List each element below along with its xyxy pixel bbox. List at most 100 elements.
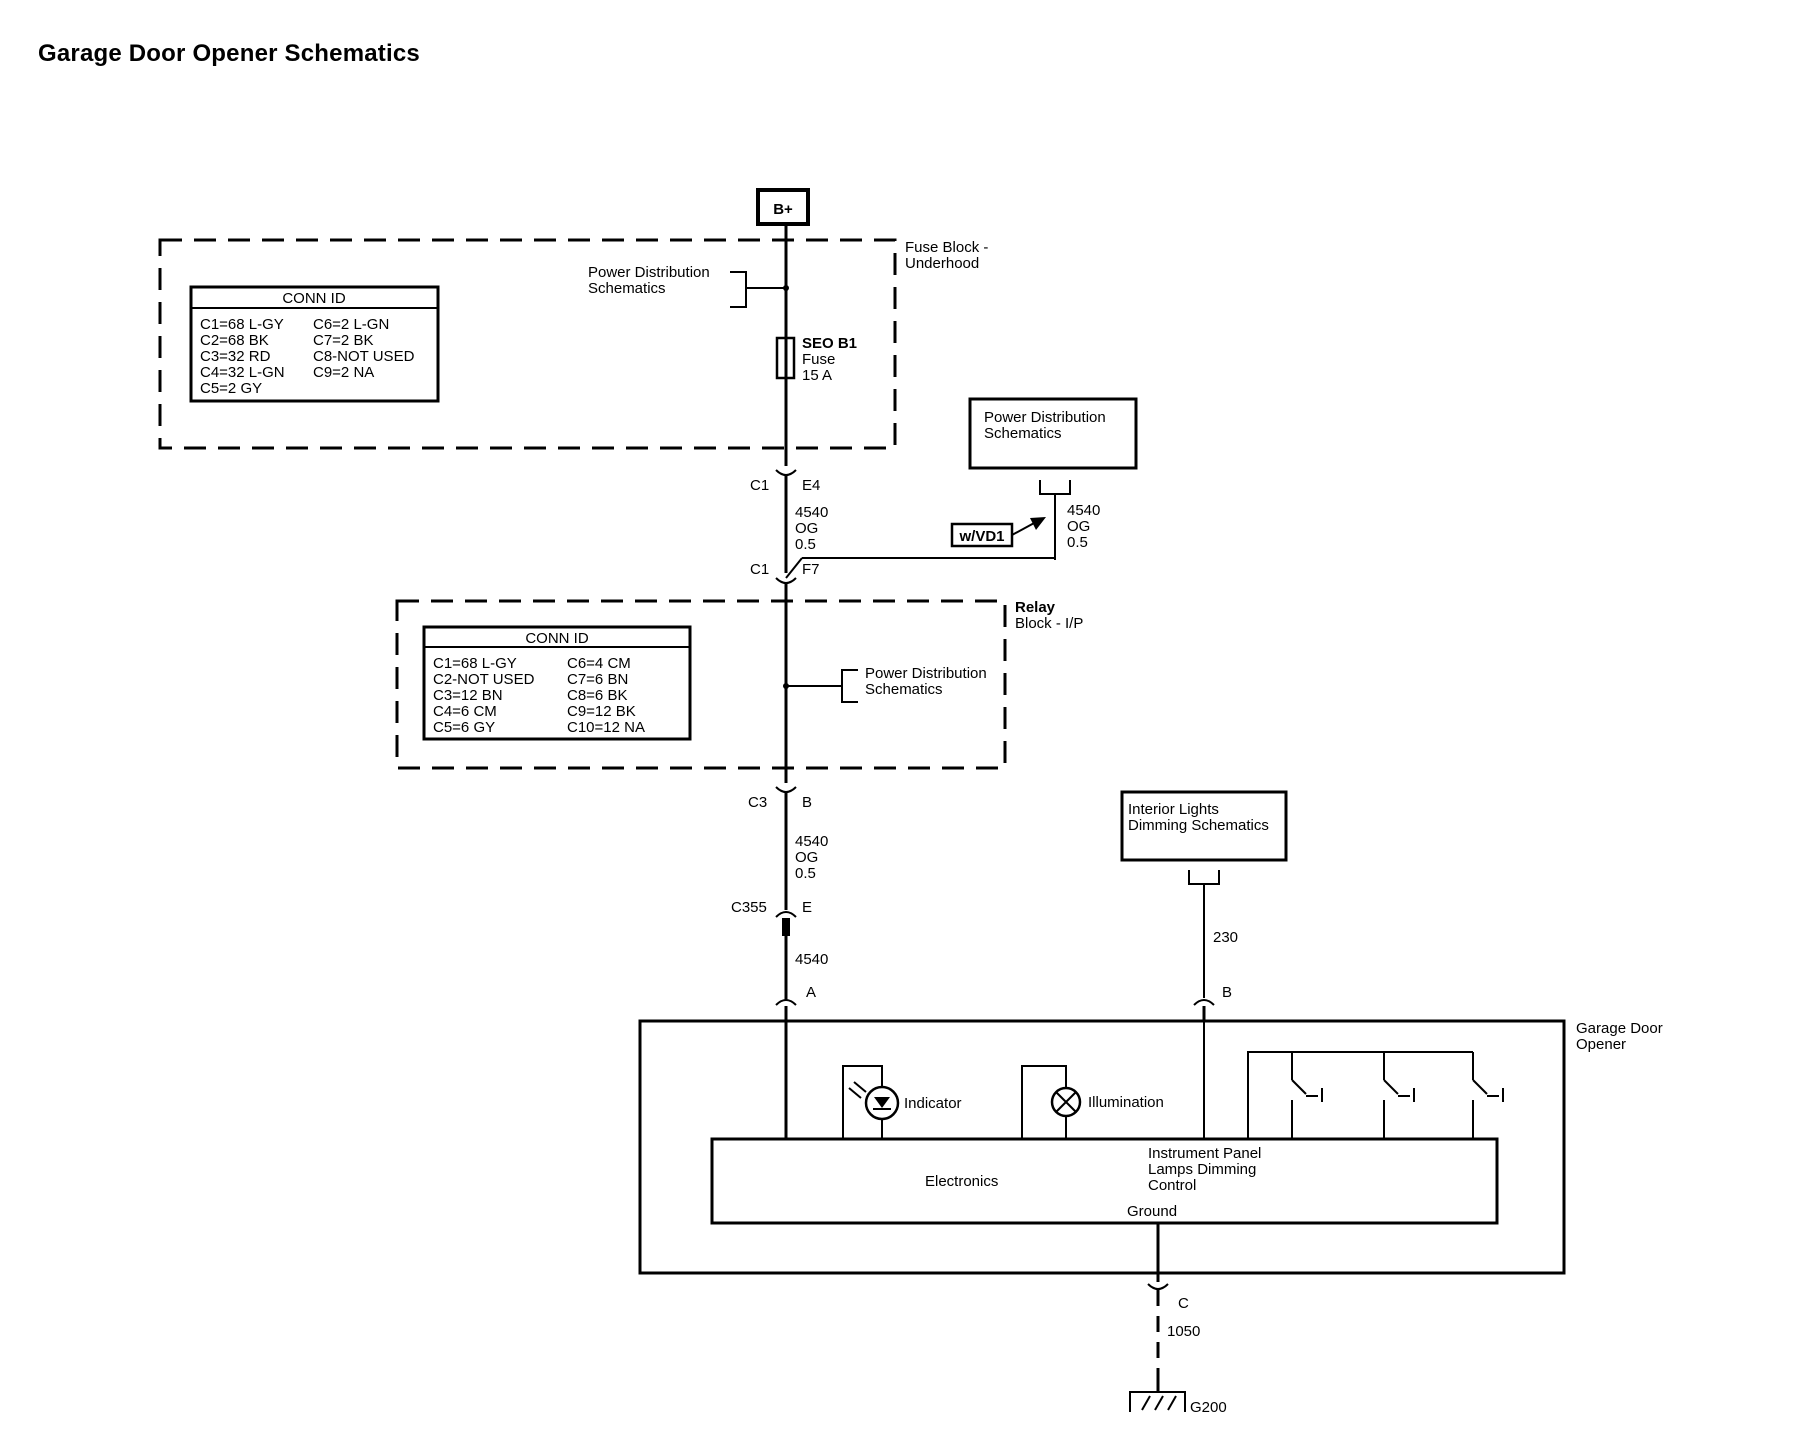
fuse-conn-c2: C2=68 BK — [200, 332, 269, 349]
fuse-conn-c4: C4=32 L-GN — [200, 364, 285, 381]
ipl-label-2: Lamps Dimming — [1148, 1161, 1256, 1178]
fuse-conn-c9: C9=2 NA — [313, 364, 374, 381]
wire3-color: OG — [795, 849, 818, 866]
switch-1 — [1291, 1052, 1323, 1139]
relay-conn-c8: C8=6 BK — [567, 687, 627, 704]
connector-c1-e4: C1 E4 — [750, 448, 820, 555]
relay-conn-c6: C6=4 CM — [567, 655, 631, 672]
relay-conn-c4: C4=6 CM — [433, 703, 497, 720]
fuse-seo-b1: SEO B1 Fuse 15 A — [775, 335, 857, 384]
connector-c355-e: C355 E — [731, 899, 812, 1000]
conn-c-label: C — [1178, 1295, 1189, 1312]
illumination-lamp: Illumination — [1021, 1065, 1164, 1139]
wire-label-1: 4540 OG 0.5 — [795, 504, 828, 553]
wire2-color: OG — [1067, 518, 1090, 535]
fuse-label-2: Fuse — [802, 351, 835, 368]
relay-conn-c3: C3=12 BN — [433, 687, 503, 704]
wire1-color: OG — [795, 520, 818, 537]
relay-conn-c9: C9=12 BK — [567, 703, 636, 720]
indicator-led: Indicator — [842, 1065, 962, 1139]
fuse-block-label-2: Underhood — [905, 255, 979, 272]
connector-gdo-a: A — [775, 984, 816, 1020]
fuse-block-conn-id-table: CONN ID C1=68 L-GY C2=68 BK C3=32 RD C4=… — [189, 285, 440, 403]
relay-conn-c2: C2-NOT USED — [433, 671, 535, 688]
gdo-label-2: Opener — [1576, 1036, 1626, 1053]
relay-conn-c10: C10=12 NA — [567, 719, 645, 736]
fuse-label-1: SEO B1 — [802, 335, 857, 352]
conn-c1-e4-right: E4 — [802, 477, 820, 494]
electronics-box — [710, 1137, 1499, 1225]
illumination-label: Illumination — [1088, 1094, 1164, 1111]
gdo-label-1: Garage Door — [1576, 1020, 1663, 1037]
relay-power-ref-1: Power Distribution — [865, 665, 987, 682]
electronics-label: Electronics — [925, 1173, 998, 1190]
fuse-conn-c8: C8-NOT USED — [313, 348, 415, 365]
page-title: Garage Door Opener Schematics — [38, 40, 420, 67]
connector-c3-b: C3 B — [748, 770, 812, 910]
wire-label-3: 4540 OG 0.5 — [795, 833, 828, 882]
option-tag-vd1: w/VD1 — [950, 517, 1046, 548]
relay-power-ref-2: Schematics — [865, 681, 943, 698]
relay-block-outline — [395, 599, 1007, 770]
button-switches — [1247, 1051, 1504, 1139]
conn-c355-left: C355 — [731, 899, 767, 916]
fuse-power-ref-2: Schematics — [588, 280, 666, 297]
conn-c1-e4-left: C1 — [750, 477, 769, 494]
wire1-gauge: 0.5 — [795, 536, 816, 553]
indicator-label: Indicator — [904, 1095, 962, 1112]
conn-gdo-b-label: B — [1222, 984, 1232, 1001]
wire6-circuit: 1050 — [1167, 1323, 1200, 1340]
conn-c3-left: C3 — [748, 794, 767, 811]
ipl-label-3: Control — [1148, 1177, 1196, 1194]
fuse-power-ref-1: Power Distribution — [588, 264, 710, 281]
option-tag-label: w/VD1 — [958, 528, 1004, 545]
fuse-conn-c7: C7=2 BK — [313, 332, 373, 349]
relay-power-distribution-ref: Power Distribution Schematics — [783, 665, 987, 703]
power-box-line1: Power Distribution — [984, 409, 1106, 426]
relay-conn-c1: C1=68 L-GY — [433, 655, 517, 672]
ground-id-label: G200 — [1190, 1399, 1227, 1416]
ipl-label-1: Instrument Panel — [1148, 1145, 1261, 1162]
relay-block-label-2: Block - I/P — [1015, 615, 1083, 632]
conn-c1-f7-right: F7 — [802, 561, 820, 578]
fuse-label-3: 15 A — [802, 367, 832, 384]
fuse-block-label-1: Fuse Block - — [905, 239, 988, 256]
wire3-circuit: 4540 — [795, 833, 828, 850]
wire3-gauge: 0.5 — [795, 865, 816, 882]
dimming-box-line2: Dimming Schematics — [1128, 817, 1269, 834]
conn-c3-right: B — [802, 794, 812, 811]
battery-terminal: B+ — [756, 188, 810, 226]
conn-c1-f7-left: C1 — [750, 561, 769, 578]
relay-conn-c7: C7=6 BN — [567, 671, 628, 688]
relay-block-label-1: Relay — [1015, 599, 1056, 616]
fuse-conn-c5: C5=2 GY — [200, 380, 262, 397]
relay-conn-c5: C5=6 GY — [433, 719, 495, 736]
ground-g200: G200 — [1129, 1372, 1227, 1416]
fuse-conn-c1: C1=68 L-GY — [200, 316, 284, 333]
fuse-power-distribution-ref: Power Distribution Schematics — [588, 264, 789, 308]
power-box-line2: Schematics — [984, 425, 1062, 442]
wire5-circuit: 230 — [1213, 929, 1238, 946]
wire4-circuit: 4540 — [795, 951, 828, 968]
relay-block-conn-id-table: CONN ID C1=68 L-GY C2-NOT USED C3=12 BN … — [422, 625, 692, 741]
fuse-conn-c6: C6=2 L-GN — [313, 316, 389, 333]
fuse-conn-c3: C3=32 RD — [200, 348, 271, 365]
dimming-box-line1: Interior Lights — [1128, 801, 1219, 818]
fuse-conn-title: CONN ID — [282, 290, 346, 307]
wire2-gauge: 0.5 — [1067, 534, 1088, 551]
connector-gdo-b: B — [1193, 984, 1232, 1020]
conn-a-label: A — [806, 984, 816, 1001]
wire1-circuit: 4540 — [795, 504, 828, 521]
interior-lights-dimming-box: Interior Lights Dimming Schematics 230 — [1120, 790, 1288, 998]
switch-3 — [1472, 1052, 1504, 1139]
ground-label: Ground — [1127, 1203, 1177, 1220]
switch-2 — [1383, 1052, 1415, 1139]
power-distribution-box: Power Distribution Schematics 4540 OG 0.… — [968, 397, 1138, 560]
wire2-circuit: 4540 — [1067, 502, 1100, 519]
ground-circuit: C 1050 — [1147, 1223, 1200, 1372]
battery-label: B+ — [773, 201, 793, 218]
relay-conn-title: CONN ID — [525, 630, 589, 647]
fuse-block-outline — [158, 238, 897, 450]
conn-c355-right: E — [802, 899, 812, 916]
